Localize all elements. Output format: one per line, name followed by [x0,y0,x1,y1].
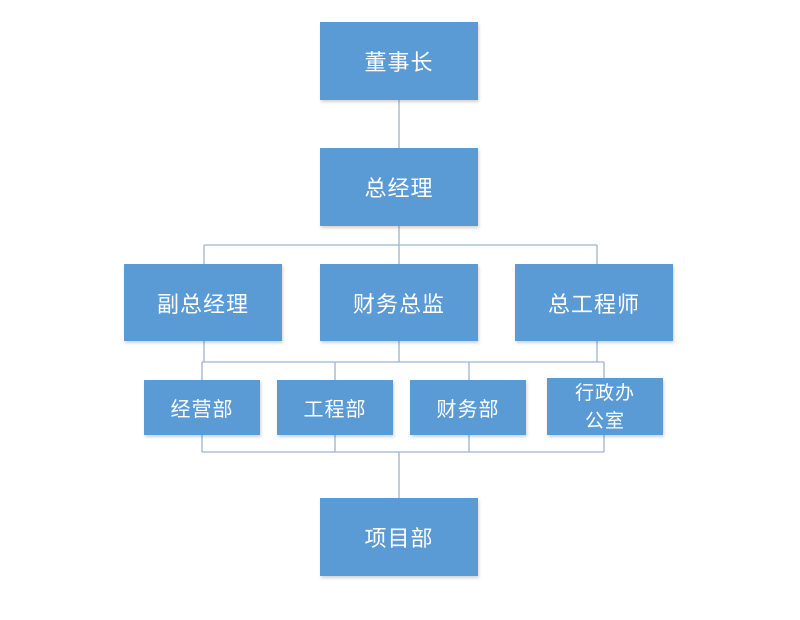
node-chairman: 董事长 [320,22,478,100]
node-business-dept: 经营部 [144,380,260,435]
node-business-dept-label: 经营部 [170,397,234,421]
node-finance-dept-label: 财务部 [436,397,500,421]
node-admin-office: 行政办 公室 [547,378,663,435]
node-deputy-gm: 副总经理 [124,264,282,341]
node-cfo: 财务总监 [320,264,478,341]
node-chairman-label: 董事长 [364,51,434,76]
node-cfo-label: 财务总监 [352,292,445,318]
node-chief-engineer-label: 总工程师 [547,292,640,318]
node-engineering-dept-label: 工程部 [303,397,367,421]
node-engineering-dept: 工程部 [277,380,393,435]
node-general-manager: 总经理 [320,148,478,226]
node-project-dept-label: 项目部 [364,527,434,552]
node-chief-engineer: 总工程师 [515,264,673,341]
node-deputy-gm-label: 副总经理 [156,292,249,318]
node-finance-dept: 财务部 [410,380,526,435]
node-project-dept: 项目部 [320,498,478,576]
node-admin-office-label: 行政办 公室 [574,381,635,432]
node-general-manager-label: 总经理 [364,177,434,202]
